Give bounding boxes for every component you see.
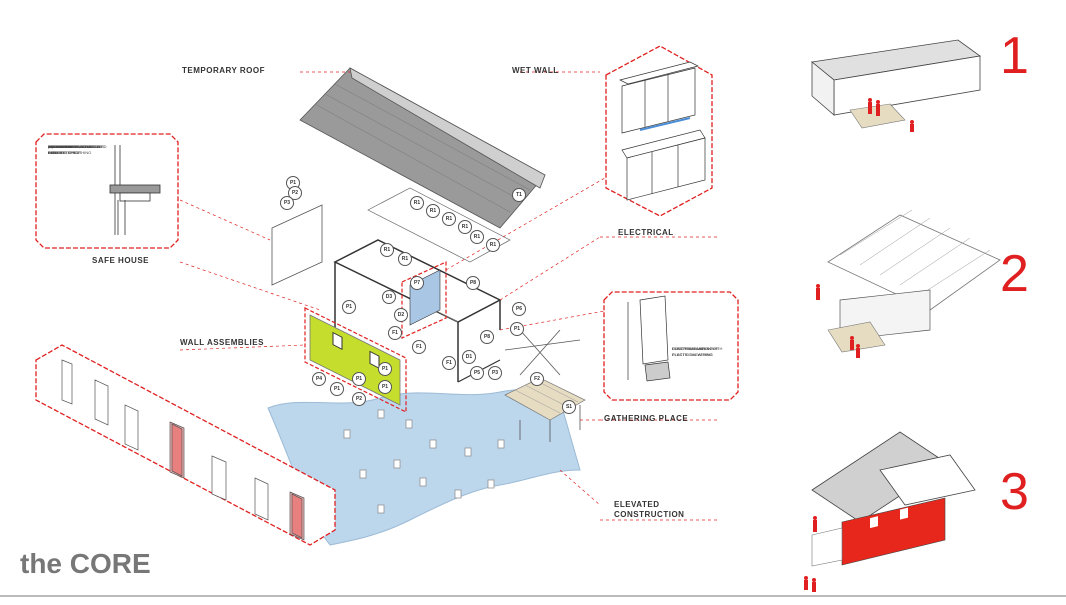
component-tag: P7 bbox=[410, 276, 424, 290]
component-tag: P4 bbox=[312, 372, 326, 386]
component-tag: P6 bbox=[512, 302, 526, 316]
component-tag: R1 bbox=[442, 212, 456, 226]
phase-number-1: 1 bbox=[1000, 27, 1029, 85]
electrical-note: ELECTRICAL WIRING bbox=[672, 346, 713, 351]
component-tag: P1 bbox=[378, 362, 392, 376]
component-tag: R1 bbox=[470, 230, 484, 244]
component-tag: P1 bbox=[378, 380, 392, 394]
component-tag: P1 bbox=[330, 382, 344, 396]
page-title: the CORE bbox=[20, 548, 151, 579]
component-tag: P2 bbox=[352, 392, 366, 406]
wall-assembly-panels bbox=[61, 359, 305, 541]
component-tag: F1 bbox=[442, 356, 456, 370]
roof-right-plane bbox=[349, 67, 546, 189]
component-tag: P2 bbox=[288, 186, 302, 200]
component-tag: R1 bbox=[398, 252, 412, 266]
label-electrical: ELECTRICAL bbox=[618, 228, 674, 237]
wall-detail-frame bbox=[35, 133, 179, 249]
component-tag: D1 bbox=[462, 350, 476, 364]
component-tag: R1 bbox=[458, 220, 472, 234]
frame-lines bbox=[504, 329, 581, 442]
component-tag: R1 bbox=[486, 238, 500, 252]
phase-3-illustration bbox=[804, 431, 976, 592]
detail-note: "J" OR WALL FINAL INSTALLED PER MFG SPEC bbox=[48, 144, 107, 155]
component-tag: T1 bbox=[512, 188, 526, 202]
side-wall-panel bbox=[271, 204, 323, 286]
component-tag: F2 bbox=[530, 372, 544, 386]
detail-note: 2x6 BOTTOM PLATE bbox=[48, 144, 87, 149]
phase-2-illustration bbox=[816, 209, 1001, 358]
component-tag: F1 bbox=[412, 340, 426, 354]
electrical-frame bbox=[603, 291, 739, 401]
detail-note: (2) 2x12 GIRDER, GLUED & NAILED bbox=[48, 144, 100, 155]
roof-ribs bbox=[314, 83, 531, 213]
component-tag: R1 bbox=[410, 196, 424, 210]
label-wet-wall: WET WALL bbox=[512, 66, 559, 75]
component-tag: R1 bbox=[380, 243, 394, 257]
component-tag: F1 bbox=[388, 326, 402, 340]
component-tag: S1 bbox=[562, 400, 576, 414]
label-wall-assemblies: WALL ASSEMBLIES bbox=[180, 338, 264, 347]
detail-note: INSULATION TO MEET R-19 bbox=[48, 144, 101, 149]
phase-number-3: 3 bbox=[1000, 463, 1029, 521]
component-tag: D3 bbox=[382, 290, 396, 304]
detail-note: 7/8" HARDWARE TO ANCHOR CONCRETE PIER bbox=[48, 144, 105, 155]
component-tag: P1 bbox=[510, 322, 524, 336]
label-temporary-roof: TEMPORARY ROOF bbox=[182, 66, 266, 75]
detail-note: CAST-IN-PLACE CONCRETE PIER bbox=[48, 144, 102, 155]
component-tag: P3 bbox=[488, 366, 502, 380]
label-gathering-place: GATHERING PLACE bbox=[604, 414, 689, 423]
component-tag: R1 bbox=[426, 204, 440, 218]
component-tag: P1 bbox=[352, 372, 366, 386]
component-tag: P5 bbox=[470, 366, 484, 380]
electrical-note: UNSCREW PANELS FOR ELECTRICAL WIRING bbox=[672, 346, 719, 357]
phase-1-illustration bbox=[811, 39, 982, 132]
label-safe-house: SAFE HOUSE bbox=[92, 256, 150, 265]
detail-note: 2x10 JOISTS bbox=[48, 144, 72, 149]
piers bbox=[343, 409, 505, 514]
component-tag: D2 bbox=[394, 308, 408, 322]
detail-note: JOIST HANGER bbox=[48, 144, 78, 149]
label-elevated-construction: ELEVATED CONSTRUCTION bbox=[614, 500, 685, 519]
component-tag: P3 bbox=[280, 196, 294, 210]
component-tag: P8 bbox=[480, 330, 494, 344]
component-tag: P8 bbox=[466, 276, 480, 290]
phase-number-2: 2 bbox=[1000, 245, 1029, 303]
detail-note: 1/2" OG PLYWOOD FOR INTERIOR SHEATHING bbox=[48, 144, 94, 155]
electrical-note: COVER INSULATION WITH PLASTIC SHEATHING bbox=[672, 346, 723, 357]
component-tag: P1 bbox=[342, 300, 356, 314]
